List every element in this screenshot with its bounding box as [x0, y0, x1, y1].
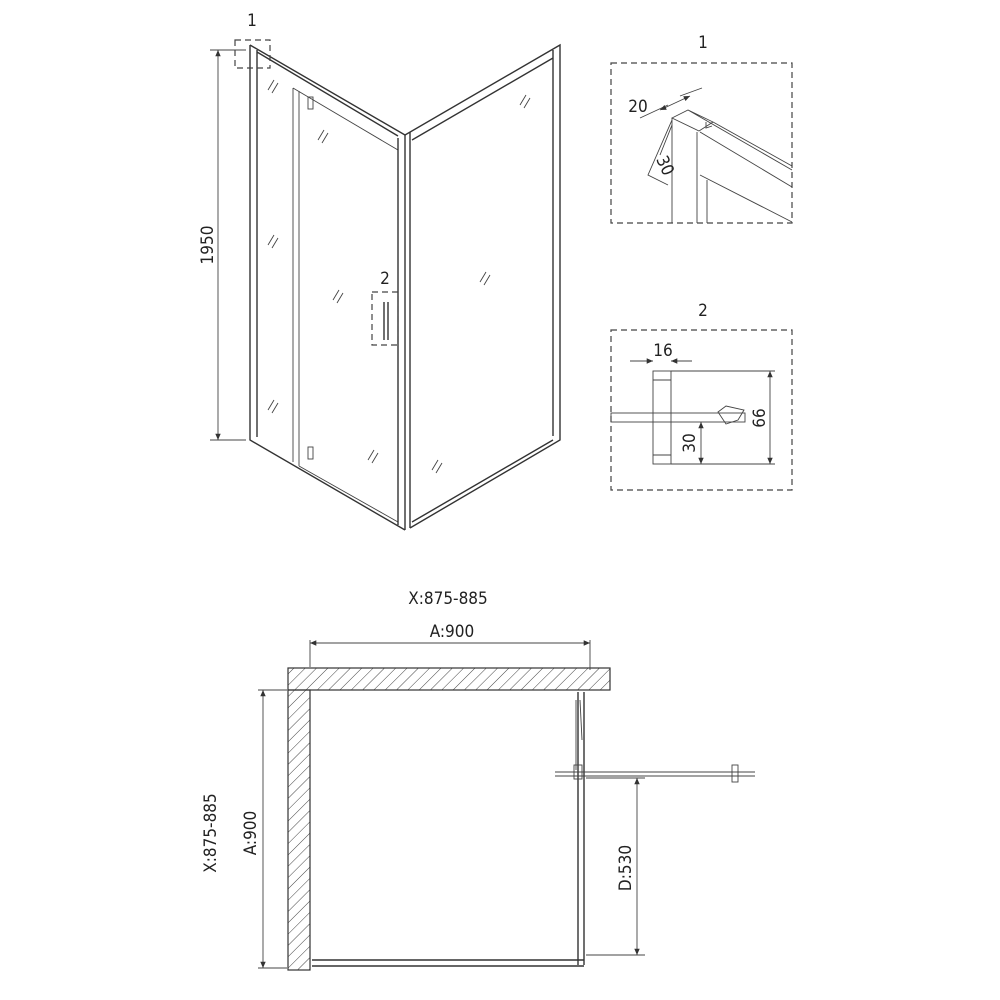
plan-door-offset: D:530: [616, 845, 636, 891]
detail-2-width-dim: 16: [653, 341, 672, 361]
plan-left-nominal: A:900: [241, 811, 261, 856]
callout-2-label: 2: [380, 269, 390, 289]
plan-left-range: X:875-885: [201, 793, 221, 873]
detail-1: 1 20 30: [610, 33, 793, 224]
detail-1-depth-dim: 30: [651, 153, 677, 179]
detail-2-offset-dim: 30: [680, 433, 700, 452]
callout-1-label: 1: [247, 11, 257, 31]
height-dimension: 1950: [198, 226, 218, 265]
detail-2-height-dim: 66: [750, 408, 770, 427]
plan-view: X:875-885 A:900 X:875-885 A:900 D:530: [201, 589, 755, 971]
plan-top-nominal: A:900: [430, 622, 475, 642]
detail-1-title: 1: [698, 33, 708, 53]
detail-1-width-dim: 20: [628, 97, 647, 117]
detail-2-title: 2: [698, 301, 708, 321]
perspective-view: 1950 1 2: [198, 11, 561, 531]
plan-top-range: X:875-885: [408, 589, 488, 609]
detail-2: 2 16 66 30: [610, 301, 793, 491]
